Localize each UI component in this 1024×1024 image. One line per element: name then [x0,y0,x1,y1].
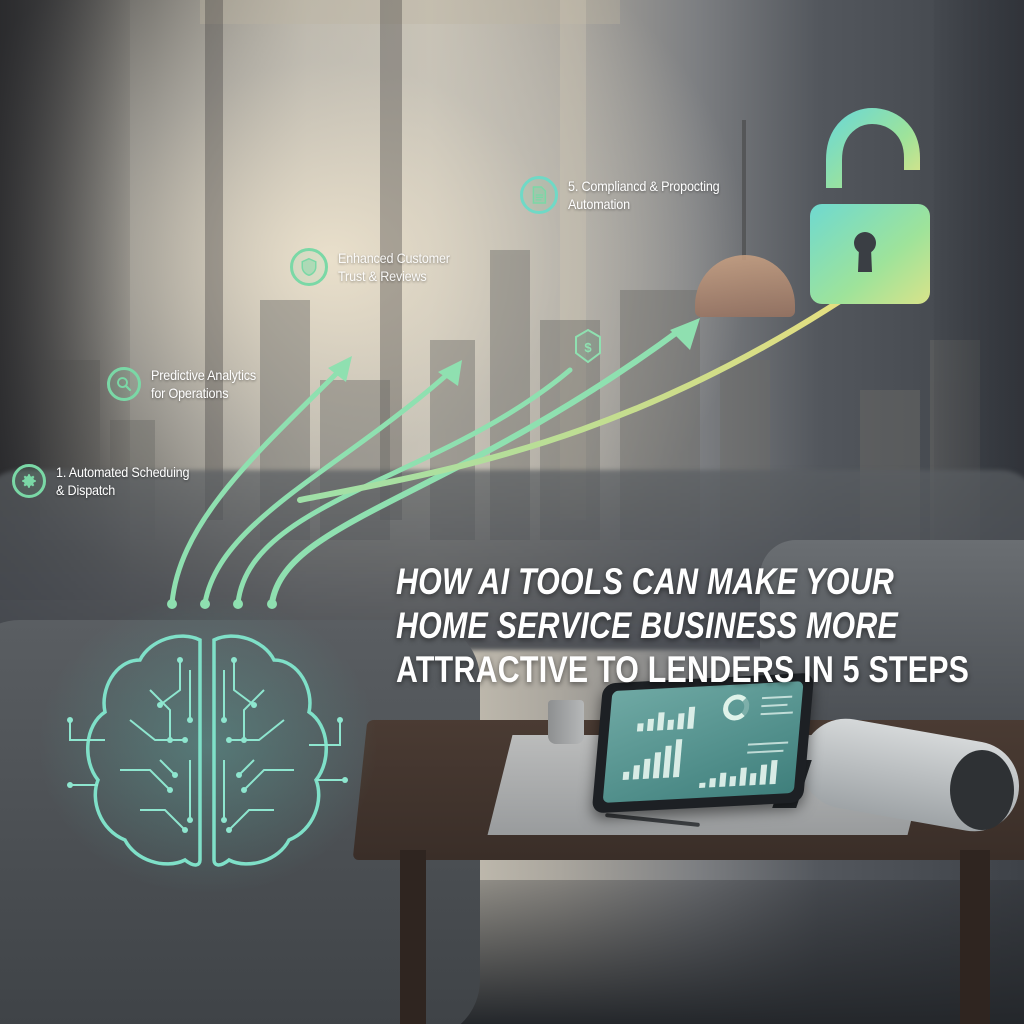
table-leg [400,850,426,1024]
step-label: Enhanced Customer Trust & Reviews [338,250,450,284]
step-1-automated-scheduling: 1. Automated Scheduing & Dispatch [12,463,204,499]
document-icon [520,176,558,214]
step-2-predictive-analytics: Predictive Analytics for Operations [107,366,268,402]
headline: HOW AI TOOLS CAN MAKE YOUR HOME SERVICE … [396,560,1006,692]
step-3-customer-trust: Enhanced Customer Trust & Reviews [290,248,462,286]
tablet-dashboard [602,681,804,803]
curtain-right [934,0,1024,560]
window-top-frame [200,0,620,24]
mini-bar-chart [622,737,687,780]
step-label: Predictive Analytics for Operations [151,367,256,401]
headline-line-2: HOME SERVICE BUSINESS MORE [396,605,899,646]
lamp-pole [742,120,746,260]
mini-bar-chart [636,696,710,732]
headline-line-1: HOW AI TOOLS CAN MAKE YOUR [396,561,895,602]
shield-icon [290,248,328,286]
headline-line-3: ATTRACTIVE TO LENDERS IN 5 STEPS [396,649,970,690]
step-label: 5. Compliancd & Propocting Automation [568,178,720,212]
magnifier-icon [107,367,141,401]
blueprint-roll-end [950,750,1014,830]
tablet-device [591,672,815,814]
gear-icon [12,464,46,498]
step-5-compliance-automation: 5. Compliancd & Propocting Automation [520,176,736,214]
step-label: 1. Automated Scheduing & Dispatch [56,464,190,498]
mini-donut-chart [721,693,751,722]
coffee-cup [548,700,584,744]
mini-bar-chart [699,757,792,788]
table-leg [960,850,990,1024]
